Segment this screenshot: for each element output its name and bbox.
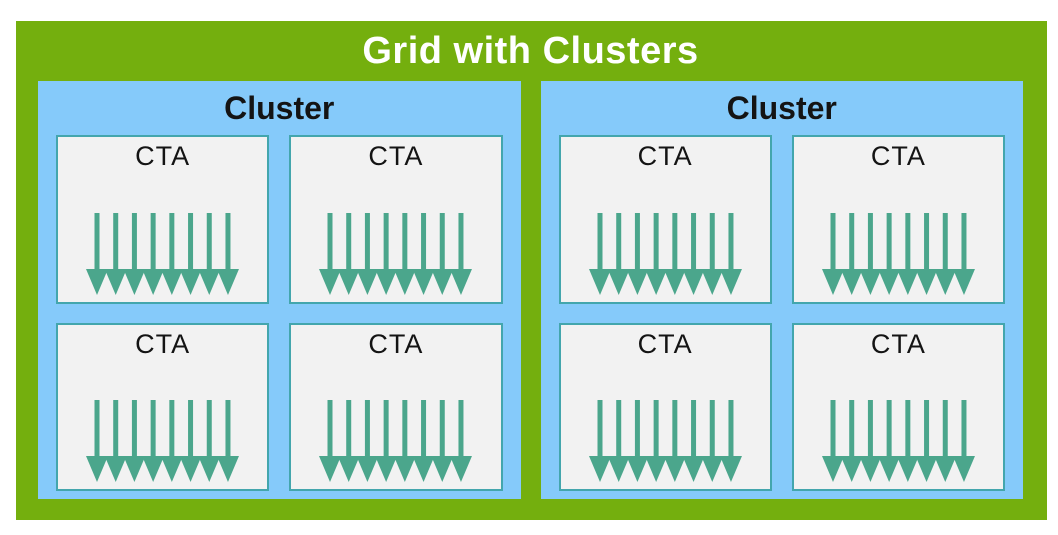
cta-label: CTA [637,141,693,171]
cta-box: CTA [791,322,1005,491]
cta-label: CTA [870,328,926,359]
clusters-row: Cluster CTA CTA CTA CTA [38,81,1023,499]
cta-label: CTA [368,328,424,359]
cta-box: CTA [289,135,503,304]
cluster-title: Cluster [224,89,335,126]
down-arrows-icon [588,212,742,295]
grid-title: Grid with Clusters [362,29,699,72]
cta-box: CTA [791,135,1005,304]
cta-grid: CTA CTA CTA CTA [56,135,503,491]
cta-label: CTA [637,328,693,359]
cta-grid: CTA CTA CTA CTA [558,135,1005,491]
cluster-title: Cluster [726,89,837,126]
cluster-box-2: Cluster CTA CTA CTA CTA [540,81,1023,499]
down-arrows-icon [86,212,240,295]
down-arrows-icon [319,400,473,482]
cta-label: CTA [870,141,926,171]
cta-box: CTA [289,322,503,491]
down-arrows-icon [588,400,742,482]
down-arrows-icon [86,400,240,482]
cta-box: CTA [56,135,270,304]
cta-box: CTA [558,322,772,491]
grid-container: Grid with Clusters Cluster CTA CTA CTA [16,21,1047,520]
cta-box: CTA [558,135,772,304]
cta-label: CTA [368,141,424,171]
cta-label: CTA [135,328,191,359]
cluster-box-1: Cluster CTA CTA CTA CTA [38,81,521,499]
cta-label: CTA [135,141,191,171]
down-arrows-icon [319,212,473,295]
cta-box: CTA [56,322,270,491]
down-arrows-icon [821,212,975,295]
down-arrows-icon [821,400,975,482]
